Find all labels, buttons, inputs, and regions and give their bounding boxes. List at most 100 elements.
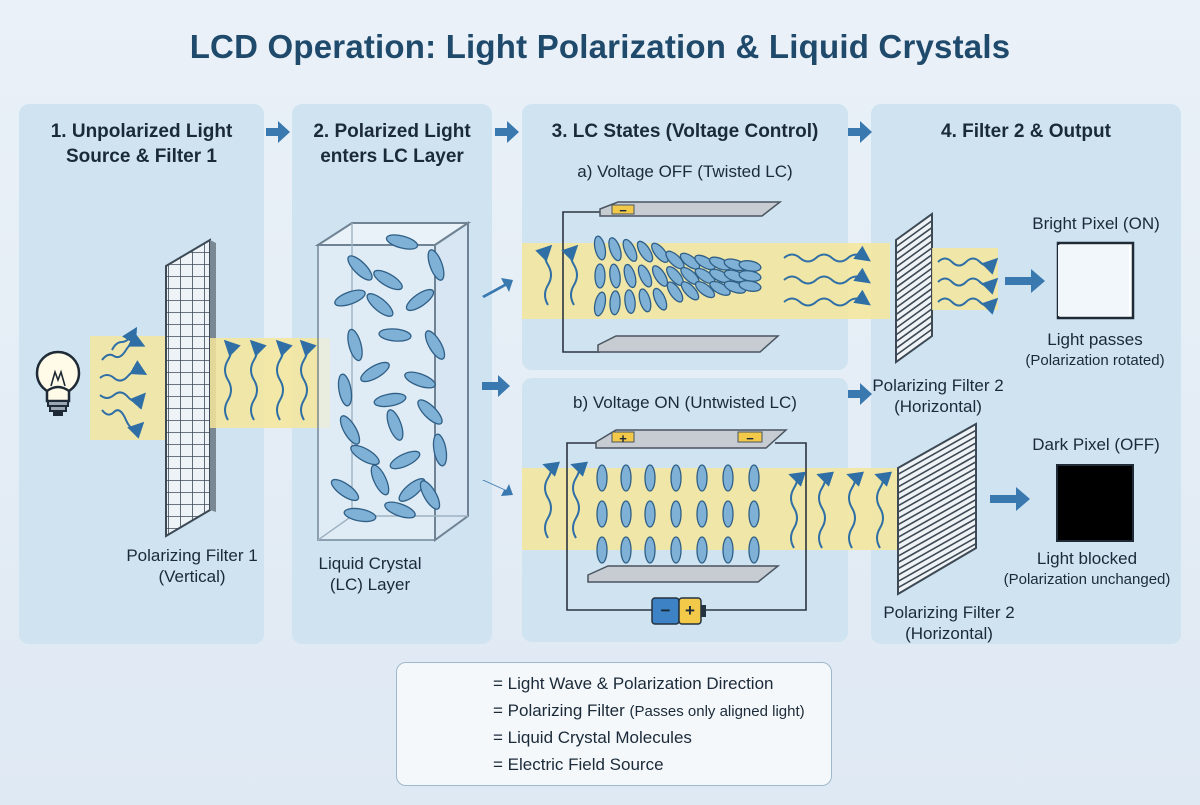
- lc-molecule: [350, 444, 380, 466]
- lc-molecule: [696, 464, 708, 492]
- lc-molecule: [722, 500, 734, 528]
- panel1-title: 1. Unpolarized Light Source & Filter 1: [19, 119, 264, 169]
- lc-molecule: [748, 464, 760, 492]
- lc-molecule: [694, 280, 716, 299]
- filter2-bottom-label-line2: (Horizontal): [905, 624, 993, 643]
- lc-molecule: [424, 330, 446, 360]
- lc-molecule: [670, 536, 682, 564]
- flow-arrows: [266, 121, 1045, 511]
- lc-molecule: [373, 269, 403, 291]
- lc-molecule: [623, 263, 637, 289]
- lc-molecule: [651, 242, 669, 263]
- lc-molecule: [339, 415, 361, 445]
- lc-molecule: [373, 392, 407, 408]
- lc-molecule: [343, 507, 377, 523]
- lc-molecule: [596, 500, 608, 528]
- lc-molecule: [593, 291, 607, 317]
- legend-wave-text: = Light Wave & Polarization Direction: [493, 674, 774, 693]
- lc-molecule: [389, 450, 421, 470]
- electrode-top-on: [595, 429, 788, 449]
- unpolarized-waves: [99, 326, 148, 439]
- lc-molecule: [608, 237, 622, 262]
- lc-molecule: [370, 464, 390, 496]
- lc-molecule: [384, 501, 416, 519]
- lc-molecule: [709, 280, 731, 296]
- lc-molecules-twisted: [593, 235, 762, 317]
- legend-row-filter: = Polarizing Filter (Passes only aligned…: [493, 701, 805, 721]
- lc-molecule: [620, 500, 632, 528]
- bright-caption-line1: Light passes: [1047, 330, 1143, 349]
- lc-molecule: [652, 287, 668, 311]
- vertical-waves: [223, 339, 317, 421]
- waves-out-off: [783, 245, 871, 307]
- filter2-bottom-label: Polarizing Filter 2 (Horizontal): [868, 602, 1030, 644]
- state-off-label: a) Voltage OFF (Twisted LC): [577, 162, 793, 181]
- battery-icon: [651, 597, 706, 625]
- lc-molecule: [419, 480, 441, 510]
- panel4-title-line1: 4. Filter 2 & Output: [941, 121, 1111, 142]
- lc-molecule: [593, 235, 607, 261]
- electrode-minus-off: −: [619, 203, 627, 218]
- lc-molecule: [624, 289, 636, 314]
- lc-molecule: [427, 249, 445, 281]
- bright-caption-line2: (Polarization rotated): [1025, 352, 1165, 369]
- lc-molecule: [644, 536, 656, 564]
- lc-molecule: [638, 288, 652, 313]
- waves-in-on: [542, 461, 589, 539]
- bright-pixel-glow: [1058, 245, 1129, 316]
- lc-molecules-random: [330, 234, 448, 523]
- lc-molecule: [378, 328, 412, 342]
- dark-pixel-caption: Light blocked (Polarization unchanged): [994, 548, 1180, 590]
- lc-molecule: [651, 265, 669, 287]
- panel-lc-off: [522, 104, 848, 370]
- filter1-label-line1: Polarizing Filter 1: [126, 546, 258, 565]
- electrode-bottom-off: [597, 335, 780, 353]
- lc-molecule: [360, 361, 390, 383]
- lc-molecule: [680, 281, 700, 301]
- lc-molecule: [347, 255, 373, 281]
- filter2-top-label: Polarizing Filter 2 (Horizontal): [858, 375, 1018, 417]
- waves-exit-top: [937, 257, 999, 315]
- lc-molecule: [404, 371, 436, 389]
- lc-molecule: [596, 464, 608, 492]
- state-on-label: b) Voltage ON (Untwisted LC): [573, 393, 797, 412]
- filter2-bottom-label-line1: Polarizing Filter 2: [883, 603, 1015, 622]
- polarizing-filter-2-top: [895, 212, 933, 364]
- dark-caption-line2: (Polarization unchanged): [1003, 571, 1171, 588]
- panel3-title-line1: 3. LC States (Voltage Control): [551, 121, 819, 142]
- waves-in-off: [535, 244, 579, 306]
- lc-molecule: [405, 288, 435, 312]
- lc-molecule: [670, 500, 682, 528]
- polarizing-filter-2-bottom: [897, 422, 977, 596]
- lc-molecule: [609, 263, 621, 289]
- lc-molecule: [748, 536, 760, 564]
- panel2-title: 2. Polarized Light enters LC Layer: [292, 119, 492, 169]
- lc-molecule: [366, 293, 394, 317]
- lc-molecule: [748, 500, 760, 528]
- lc-molecule: [722, 536, 734, 564]
- battery-plus: +: [685, 601, 695, 620]
- electrode-minus-on: −: [746, 431, 754, 446]
- lc-molecule: [386, 409, 404, 441]
- waves-out-on: [788, 471, 893, 549]
- lc-molecule: [417, 399, 443, 425]
- light-band-polarized: [210, 338, 330, 428]
- dark-caption-line1: Light blocked: [1036, 549, 1138, 568]
- dark-pixel-title: Dark Pixel (OFF): [1032, 435, 1160, 454]
- lc-molecule: [738, 280, 762, 292]
- lc-layer-label-line1: Liquid Crystal: [318, 554, 422, 573]
- battery-minus: −: [660, 601, 671, 620]
- panel4-title: 4. Filter 2 & Output: [871, 119, 1181, 144]
- lc-molecule: [694, 254, 716, 271]
- legend-filter-text: = Polarizing Filter: [493, 701, 630, 720]
- legend-row-wave: = Light Wave & Polarization Direction: [493, 674, 773, 694]
- lc-molecule: [622, 238, 638, 262]
- legend-box: = Light Wave & Polarization Direction = …: [396, 662, 832, 786]
- polarizing-filter-1: [165, 238, 216, 538]
- circuit-off: [562, 211, 600, 353]
- lc-molecule: [722, 464, 734, 492]
- panel2-title-line1: 2. Polarized Light: [313, 121, 471, 142]
- lc-molecule: [670, 464, 682, 492]
- lc-molecule: [334, 289, 366, 307]
